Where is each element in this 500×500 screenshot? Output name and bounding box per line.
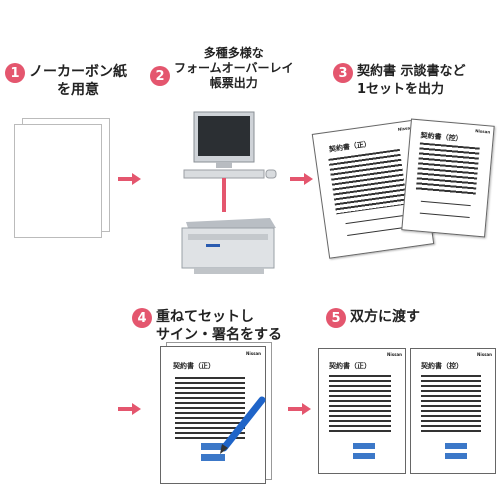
signature-stamp [445,453,467,459]
step-4-number: 4 [132,308,152,328]
signature-stamp [445,443,467,449]
signature-line [347,226,405,237]
corner-mark: Nissan [476,352,492,357]
contract-title-original: 契約書（正） [173,362,215,370]
step-3-line-2: 1セットを出力 [357,82,445,97]
step-1-number: 1 [5,63,25,83]
step-5-number: 5 [326,308,346,328]
computer-printer-illustration [181,111,277,274]
step-3-line-1: 契約書 示談書など [357,64,466,79]
text-block [329,375,391,433]
step-5-line-1: 双方に渡す [350,309,420,325]
arrow-4 [288,403,311,415]
step-1-line-1: ノーカーボン紙 [29,64,127,80]
signature-stamp [201,454,225,461]
step-4-line-1: 重ねてセットし [156,309,254,325]
step-1-label: 1 ノーカーボン紙 を用意 [5,63,127,99]
signature-line [420,200,471,207]
signature-stamp [201,443,225,450]
step-2-line-1: 多種多様な [203,46,264,60]
step-2-line-2: フォームオーバーレイ [174,61,294,75]
step-2-line-3: 帳票出力 [209,76,258,90]
corner-mark: Nissan [386,352,402,357]
step-4-line-2: サイン・署名をする [156,327,282,343]
signature-line [345,215,404,225]
contract-document-copy: 契約書（控） Nissan [401,118,495,238]
signature-stamp [353,453,375,459]
contract-document-copy: 契約書（控） Nissan [410,348,496,474]
step-1-line-2: を用意 [57,82,99,98]
text-block [328,148,408,215]
arrow-3 [118,403,141,415]
signature-stamp [353,443,375,449]
pen-icon [220,396,266,454]
contract-title-original: 契約書（正） [328,139,372,154]
arrow-1 [118,173,141,185]
step-2-label: 2 多種多様な フォームオーバーレイ 帳票出力 [150,46,294,91]
text-block [175,377,245,439]
text-block [421,375,481,433]
signature-line [419,212,470,219]
step-5-label: 5 双方に渡す [326,308,420,328]
arrow-2 [290,173,313,185]
corner-mark: Nissan [474,128,491,135]
step-3-label: 3 契約書 示談書など 1セットを出力 [333,63,466,99]
corner-mark: Nissan [245,351,261,356]
contract-document-original: 契約書（正） Nissan [318,348,406,474]
step-4-label: 4 重ねてセットし サイン・署名をする [132,308,282,344]
step-2-number: 2 [150,66,170,86]
blank-sheet-front [14,124,102,238]
text-block [415,142,480,196]
step-3-number: 3 [333,63,353,83]
contract-title-original: 契約書（正） [329,362,371,370]
contract-title-copy: 契約書（控） [421,362,463,370]
